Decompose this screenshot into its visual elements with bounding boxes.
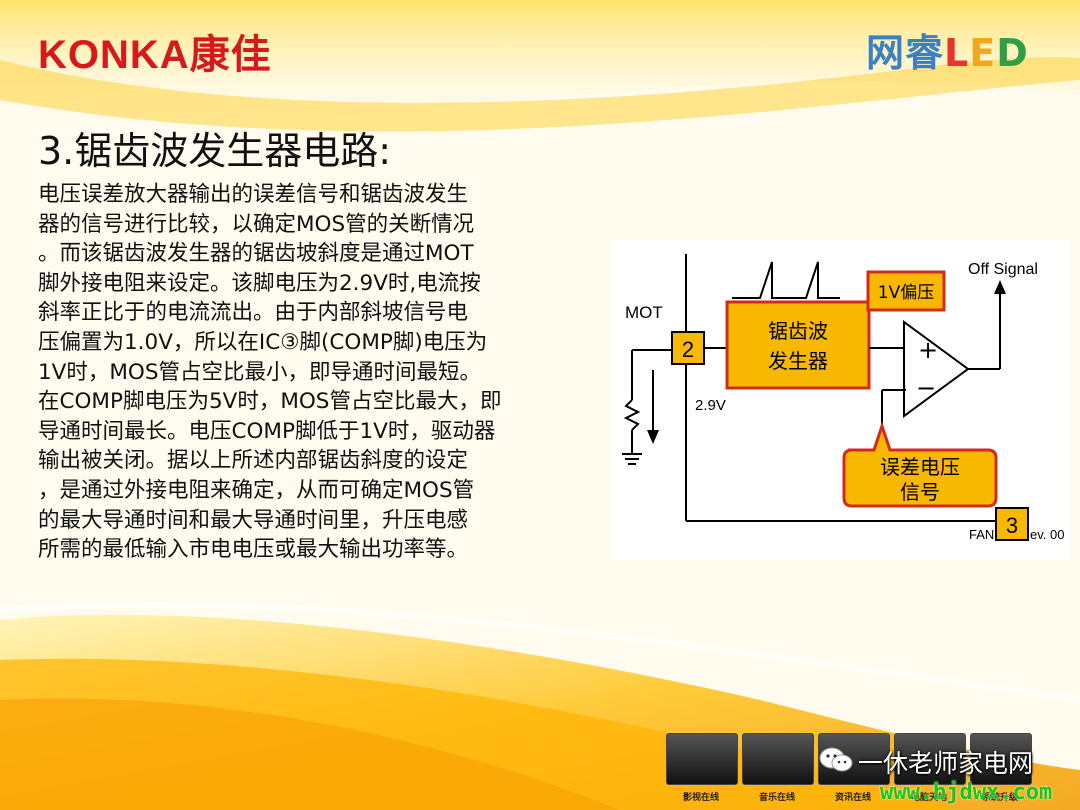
computer-thumbnail[interactable] xyxy=(894,733,966,785)
bias-label: 1V偏压 xyxy=(878,283,934,303)
video-thumbnail[interactable] xyxy=(666,733,738,785)
minus-sign: − xyxy=(916,374,936,402)
pin2-badge xyxy=(671,331,705,365)
paragraph-line: 输出被关闭。据以上所述内部锯齿斜度的设定 xyxy=(38,448,469,474)
paragraph-line: ，是通过外接电阻来确定，从而可确定MOS管 xyxy=(38,477,475,503)
pin3-label: 3 xyxy=(1006,513,1018,538)
error-signal-callout xyxy=(842,421,998,508)
paragraph-line: 电压误差放大器输出的误差信号和锯齿波发生 xyxy=(38,182,469,207)
paragraph-line: 。而该锯齿波发生器的锯齿坡斜度是通过MOT xyxy=(38,241,474,267)
bias-badge xyxy=(866,270,946,312)
pin2-label: 2 xyxy=(682,337,694,362)
plus-sign: + xyxy=(918,336,938,364)
slide-title: 3.锯齿波发生器电路: xyxy=(38,129,392,173)
paragraph-line: 脚外接电阻来设定。该脚电压为2.9V时,电流按 xyxy=(38,270,481,296)
current-arrowhead-icon xyxy=(647,430,659,444)
sawtooth-generator-box xyxy=(725,300,871,390)
wangrui-led-logo: 网睿LED xyxy=(866,31,1029,75)
thumb-label: 音乐在线 xyxy=(758,793,795,803)
thumb-label: 资讯在线 xyxy=(834,793,871,803)
upgrade-thumbnail[interactable] xyxy=(970,733,1032,785)
thumb-label: 系统升级 xyxy=(981,793,1018,803)
voltage-label: 2.9V xyxy=(695,397,726,414)
mot-label: MOT xyxy=(625,303,663,322)
paragraph-line: 器的信号进行比较，以确定MOS管的关断情况 xyxy=(38,211,475,237)
fan-label: FAN xyxy=(969,527,994,542)
rev-label: ev. 00 xyxy=(1030,527,1064,542)
konka-logo: KONKA康佳 xyxy=(38,33,272,77)
paragraph-line: 1V时，MOS管占空比最小，即导通时间最短。 xyxy=(38,359,482,385)
pin3-badge xyxy=(995,507,1029,541)
sawtooth-waveform xyxy=(732,261,840,299)
sawtooth-circuit-diagram: MOT 2 2.9V 锯齿波 发生器 1V偏压 + − Off Signal 误… xyxy=(610,240,1070,560)
resistor-icon xyxy=(623,399,641,431)
music-thumbnail[interactable] xyxy=(742,733,814,785)
generator-label-line2: 发生器 xyxy=(768,349,828,373)
paragraph-line: 的最大导通时间和最大导通时间里，升压电感 xyxy=(38,507,469,533)
comparator-icon xyxy=(903,320,970,418)
wechat-icon xyxy=(819,747,853,772)
thumb-label: 电脑天地 xyxy=(910,793,947,803)
error-label-line1: 误差电压 xyxy=(880,455,960,479)
paragraph-line: 导通时间最长。电压COMP脚低于1V时，驱动器 xyxy=(38,418,496,444)
paragraph-line: 斜率正比于的电流流出。由于内部斜坡信号电 xyxy=(38,300,469,326)
watermark-site-name: 一休老师家电网 xyxy=(858,749,1034,778)
off-signal-arrow-icon xyxy=(994,280,1006,294)
body-paragraph: 电压误差放大器输出的误差信号和锯齿波发生 器的信号进行比较，以确定MOS管的关断… xyxy=(38,180,590,565)
paragraph-line: 在COMP脚电压为5V时，MOS管占空比最大，即 xyxy=(38,389,502,415)
paragraph-line: 所需的最低输入市电电压或最大输出功率等。 xyxy=(38,537,469,563)
thumb-label: 影视在线 xyxy=(682,793,719,803)
off-signal-label: Off Signal xyxy=(968,261,1038,278)
generator-label-line1: 锯齿波 xyxy=(768,319,828,343)
error-label-line2: 信号 xyxy=(900,480,940,504)
watermark-url[interactable]: www.bjdwx.com xyxy=(880,780,1053,805)
paragraph-line: 压偏置为1.0V，所以在IC③脚(COMP脚)电压为 xyxy=(38,329,488,355)
